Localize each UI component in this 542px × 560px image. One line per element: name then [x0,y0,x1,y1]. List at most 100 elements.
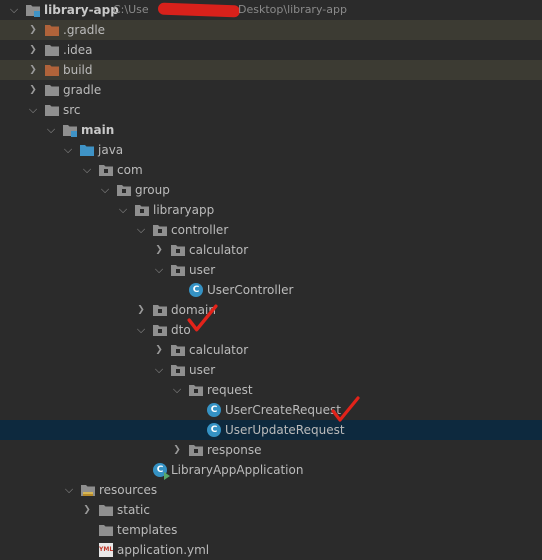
java-class-icon: C [207,423,221,437]
tree-node-label: dto [171,323,191,337]
chevron-right-icon[interactable]: ❯ [29,65,37,75]
tree-node[interactable]: C UserCreateRequest [0,400,542,420]
tree-node[interactable]: ⌵ libraryapp [0,200,542,220]
module-folder-icon [26,3,40,17]
chevron-down-icon[interactable]: ⌵ [172,383,182,396]
folder-icon [45,43,59,57]
package-icon [153,303,167,317]
tree-node-label: user [189,263,216,277]
java-class-icon: C [189,283,203,297]
tree-node[interactable]: ⌵ java [0,140,542,160]
tree-node[interactable]: C UserController [0,280,542,300]
chevron-down-icon[interactable]: ⌵ [136,323,146,336]
tree-node-label: library-app [44,3,119,17]
tree-node[interactable]: ⌵ dto [0,320,542,340]
tree-node-label: domain [171,303,216,317]
chevron-right-icon[interactable]: ❯ [29,85,37,95]
package-icon [171,363,185,377]
tree-node-label: .idea [63,43,93,57]
tree-node-label: LibraryAppApplication [171,463,304,477]
chevron-down-icon[interactable]: ⌵ [9,3,19,16]
tree-node[interactable]: ❯ gradle [0,80,542,100]
tree-node[interactable]: ❯ calculator [0,340,542,360]
chevron-down-icon[interactable]: ⌵ [100,183,110,196]
chevron-down-icon[interactable]: ⌵ [154,363,164,376]
tree-node-label: UserCreateRequest [225,403,341,417]
tree-node-label: libraryapp [153,203,215,217]
tree-node-label: request [207,383,253,397]
package-icon [171,343,185,357]
tree-node[interactable]: ❯ .idea [0,40,542,60]
package-icon [153,223,167,237]
tree-node-label: group [135,183,170,197]
source-folder-icon [80,143,94,157]
tree-node-label: calculator [189,343,249,357]
tree-node[interactable]: ❯ .gradle [0,20,542,40]
tree-node[interactable]: ⌵ com [0,160,542,180]
package-icon [171,263,185,277]
chevron-down-icon[interactable]: ⌵ [28,103,38,116]
tree-node-label: controller [171,223,229,237]
tree-node-label: templates [117,523,178,537]
tree-node-label: static [117,503,150,517]
chevron-down-icon[interactable]: ⌵ [46,123,56,136]
tree-node[interactable]: ⌵src [0,100,542,120]
tree-node[interactable]: ❯response [0,440,542,460]
tree-node[interactable]: ⌵main [0,120,542,140]
chevron-right-icon[interactable]: ❯ [155,345,163,355]
redaction-mark [157,2,241,18]
tree-node-label: resources [99,483,158,497]
tree-node[interactable]: ❯ domain [0,300,542,320]
chevron-down-icon[interactable]: ⌵ [64,483,74,496]
package-icon [135,203,149,217]
chevron-down-icon[interactable]: ⌵ [118,203,128,216]
java-class-icon: C [207,403,221,417]
chevron-right-icon[interactable]: ❯ [155,245,163,255]
tree-node-label: UserUpdateRequest [225,423,345,437]
tree-node[interactable]: ⌵ user [0,360,542,380]
tree-node-label: gradle [63,83,102,97]
tree-node[interactable]: C UserUpdateRequest [0,420,542,440]
package-icon [153,323,167,337]
chevron-down-icon[interactable]: ⌵ [154,263,164,276]
tree-node[interactable]: ❯ build [0,60,542,80]
package-icon [171,243,185,257]
package-icon [117,183,131,197]
tree-node[interactable]: ❯ static [0,500,542,520]
chevron-down-icon[interactable]: ⌵ [63,143,73,156]
project-path-end: Desktop\library-app [238,3,347,16]
tree-node-label: java [98,143,124,157]
chevron-right-icon[interactable]: ❯ [29,45,37,55]
tree-node-label: com [117,163,143,177]
package-icon [189,443,203,457]
folder-icon [45,103,59,117]
tree-node[interactable]: ⌵ resources [0,480,542,500]
chevron-right-icon[interactable]: ❯ [173,445,181,455]
project-path-start: C:\Use [113,3,149,16]
tree-node[interactable]: ⌵ group [0,180,542,200]
folder-icon [99,523,113,537]
tree-node-label: calculator [189,243,249,257]
tree-node[interactable]: templates [0,520,542,540]
tree-node[interactable]: ❯ calculator [0,240,542,260]
chevron-down-icon[interactable]: ⌵ [136,223,146,236]
tree-node-label: user [189,363,216,377]
tree-node-label: build [63,63,93,77]
tree-node[interactable]: ⌵ request [0,380,542,400]
tree-node-label: UserController [207,283,294,297]
tree-node[interactable]: ⌵ controller [0,220,542,240]
chevron-right-icon[interactable]: ❯ [83,505,91,515]
tree-node-label: .gradle [63,23,106,37]
tree-node[interactable]: ⌵ user [0,260,542,280]
chevron-right-icon[interactable]: ❯ [29,25,37,35]
folder-icon [45,83,59,97]
yaml-file-icon: YML [99,543,113,557]
spring-boot-class-icon: C [153,463,170,480]
chevron-right-icon[interactable]: ❯ [137,305,145,315]
excluded-folder-icon [45,63,59,77]
chevron-down-icon[interactable]: ⌵ [82,163,92,176]
